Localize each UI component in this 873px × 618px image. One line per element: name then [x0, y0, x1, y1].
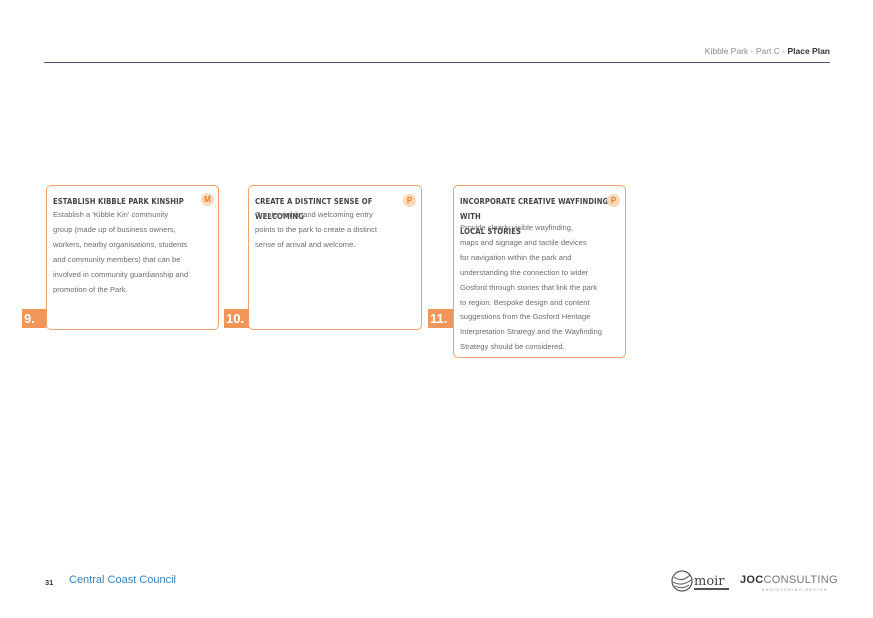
card-title: INCORPORATE CREATIVE WAYFINDING WITH LOC…: [460, 194, 625, 239]
card-line: sense of arrival and welcome.: [255, 239, 356, 249]
header-title: Place Plan: [787, 46, 830, 56]
card-line: points to the park to create a distinct: [255, 224, 377, 234]
card-title: CREATE A DISTINCT SENSE OF WELCOMING: [255, 197, 373, 221]
card-title-line: LOCAL STORIES: [460, 227, 521, 236]
card-body: Provide clearly visible wayfinding, maps…: [460, 221, 602, 355]
card-number-11: 11.: [428, 309, 453, 328]
council-name: Central Coast Council: [69, 574, 176, 586]
card-line: to region. Bespoke design and content: [460, 297, 590, 307]
page-number: 31: [45, 578, 54, 587]
card-line: involved in community guardianship and: [53, 269, 189, 279]
action-card-11: INCORPORATE CREATIVE WAYFINDING WITH LOC…: [453, 185, 626, 358]
joc-logo-light: CONSULTING: [763, 574, 838, 586]
card-body: Create visible and welcoming entry point…: [255, 208, 377, 253]
moir-wordmark: moir: [694, 574, 725, 589]
moir-logo: moir: [671, 569, 731, 595]
card-line: Create visible and welcoming entry: [255, 210, 373, 219]
badge-p: P: [403, 194, 416, 207]
card-line: Strategy should be considered.: [460, 342, 565, 352]
badge-m: M: [201, 193, 214, 206]
card-body: Establish a 'Kibble Kin' community group…: [53, 208, 188, 297]
card-line: workers, nearby organisations, students: [53, 239, 188, 249]
moir-logo-icon: moir: [671, 570, 729, 592]
card-line: Gosford through stories that link the pa…: [460, 282, 598, 292]
card-number-10: 10.: [224, 309, 249, 328]
action-card-9: ESTABLISH KIBBLE PARK KINSHIP M Establis…: [46, 185, 219, 330]
action-card-10: CREATE A DISTINCT SENSE OF WELCOMING P C…: [248, 185, 422, 330]
joc-logo-bold: JOC: [740, 574, 764, 586]
card-line: maps and signage and tactile devices: [460, 237, 587, 247]
joc-logo: JOCCONSULTING: [740, 574, 838, 586]
card-title: ESTABLISH KIBBLE PARK KINSHIP: [53, 197, 184, 206]
card-title-line: INCORPORATE CREATIVE WAYFINDING WITH: [460, 197, 609, 221]
card-line: Interpretation Strategy and the Wayfindi…: [460, 327, 602, 337]
card-number-9: 9.: [22, 309, 46, 328]
card-line: Establish a 'Kibble Kin' community: [53, 210, 169, 219]
card-line: for navigation within the park and: [460, 252, 572, 262]
joc-logo-subtitle: ENGINEERING DESIGN: [762, 588, 828, 592]
badge-p: P: [607, 194, 620, 207]
card-line: suggestions from the Gosford Heritage: [460, 312, 591, 322]
card-line: Provide clearly visible wayfinding,: [460, 223, 574, 232]
header-rule: [44, 62, 830, 63]
card-line: promotion of the Park.: [53, 284, 128, 294]
header-prefix: Kibble Park - Part C -: [704, 46, 788, 56]
card-line: understanding the connection to wider: [460, 267, 589, 277]
page-header: Kibble Park - Part C - Place Plan: [705, 46, 830, 56]
card-line: and community members) that can be: [53, 254, 181, 264]
card-line: group (made up of business owners,: [53, 224, 176, 234]
